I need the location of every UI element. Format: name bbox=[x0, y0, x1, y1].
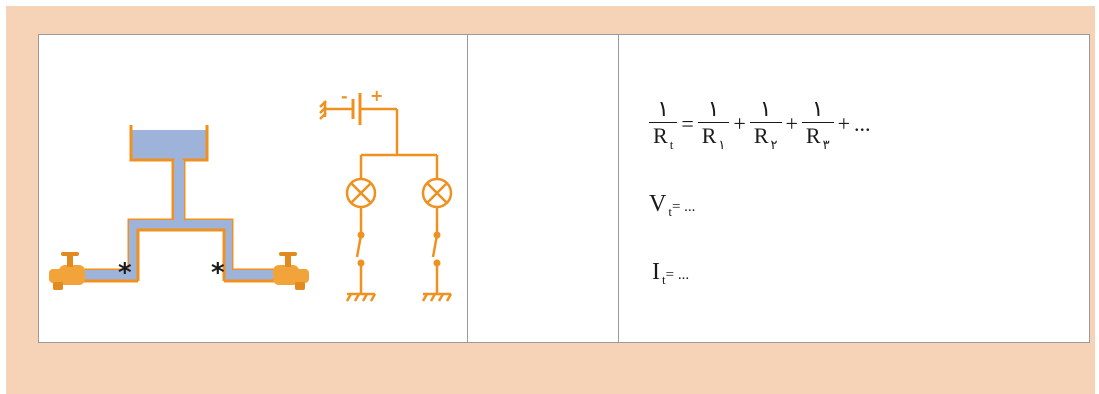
current-subscript: t bbox=[662, 272, 666, 287]
current-symbol: I bbox=[652, 259, 660, 285]
voltage-symbol: V bbox=[649, 191, 667, 217]
water-circuit-analogy-figure: * * bbox=[49, 86, 453, 302]
voltage-rest: = ... bbox=[671, 199, 696, 215]
junction-marker-right: * bbox=[211, 258, 225, 288]
blank-cell bbox=[467, 35, 619, 342]
branch-water bbox=[82, 220, 275, 281]
content-table: * * bbox=[38, 34, 1090, 343]
battery-plus-label: + bbox=[370, 86, 383, 105]
water-tank bbox=[82, 125, 275, 283]
switch-contacts bbox=[357, 231, 441, 267]
equals-sign: = bbox=[681, 111, 694, 136]
plus-sign: + bbox=[785, 111, 798, 136]
pipe-outline-inner bbox=[82, 228, 275, 283]
figure-cell: * * bbox=[39, 35, 467, 342]
left-tap-icon bbox=[49, 252, 85, 290]
ellipsis: ... bbox=[854, 111, 871, 136]
current-rest: = ... bbox=[665, 267, 690, 283]
switch-right-icon bbox=[431, 234, 439, 258]
plus-sign: + bbox=[733, 111, 746, 136]
junction-marker-left: * bbox=[118, 258, 132, 288]
plus-sign: + bbox=[837, 111, 851, 136]
tank-water bbox=[131, 130, 207, 160]
switch-left-icon bbox=[355, 234, 363, 258]
right-tap-icon bbox=[273, 252, 309, 290]
page-frame: * * bbox=[6, 6, 1095, 394]
parallel-circuit-diagram bbox=[319, 93, 453, 302]
voltage-subscript: t bbox=[668, 204, 672, 219]
battery-minus-label: - bbox=[341, 87, 348, 106]
stem-water bbox=[174, 160, 184, 220]
fraction-numerator: ١ bbox=[657, 96, 670, 121]
